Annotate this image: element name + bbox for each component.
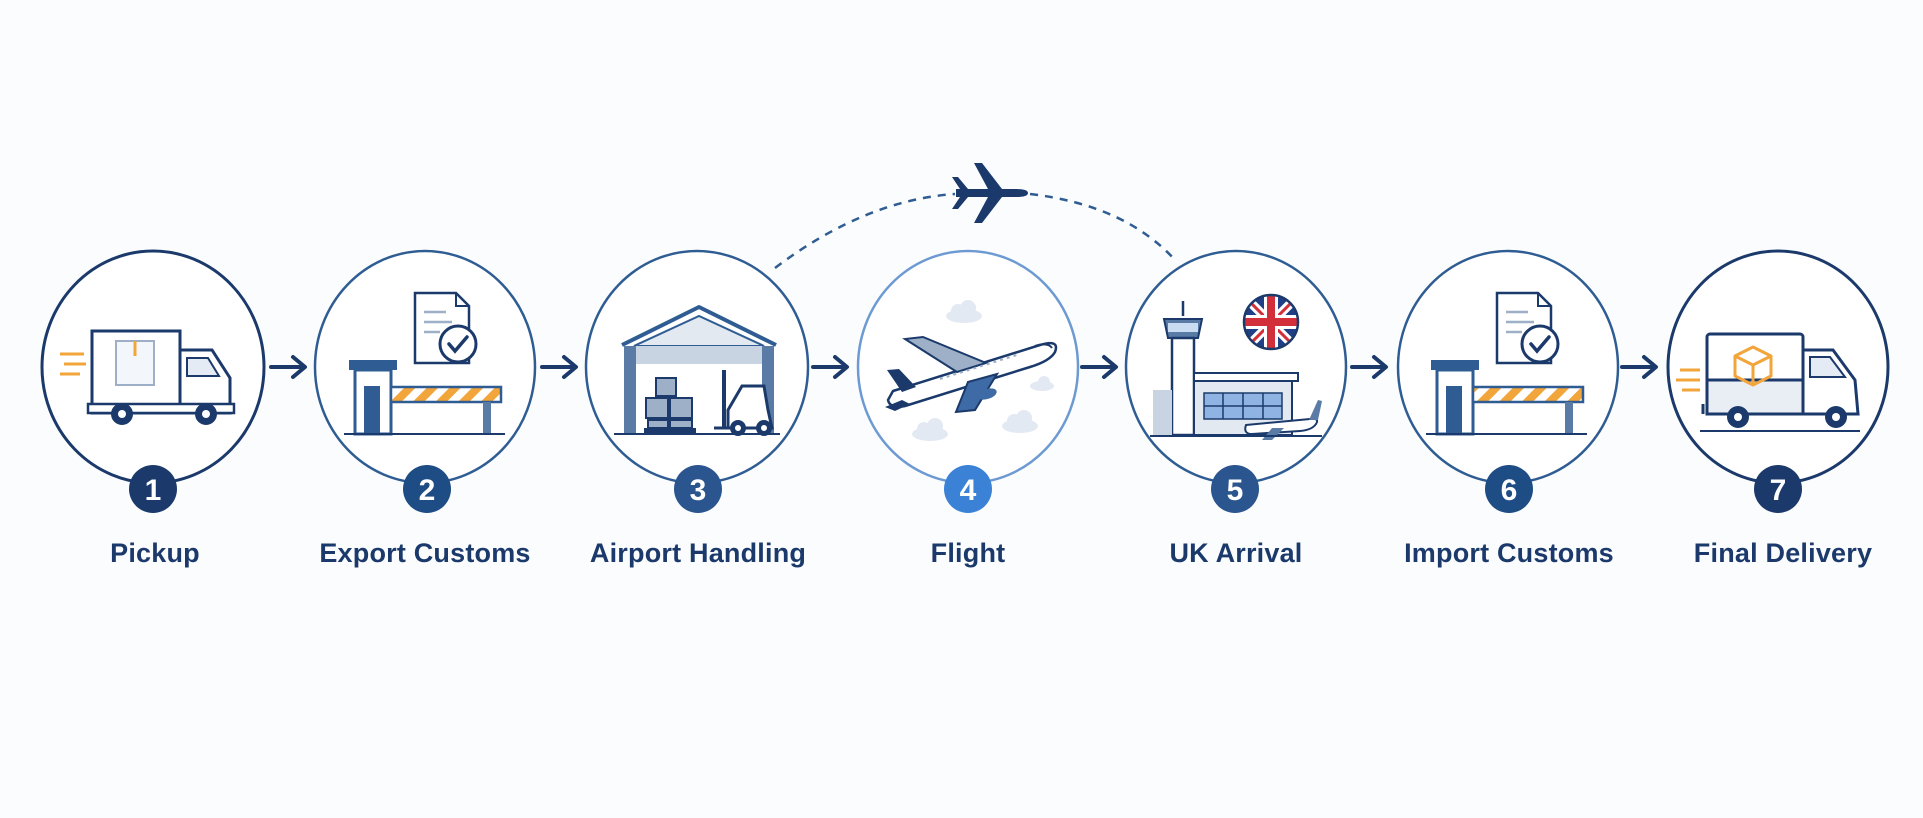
customs-checkpoint-icon	[344, 291, 505, 436]
step-number: 1	[145, 474, 162, 507]
step-number-badge	[1485, 465, 1533, 513]
arrow-icon	[1080, 355, 1118, 379]
step-3-label: Airport Handling	[589, 538, 807, 568]
step-4-node: 4	[856, 249, 1080, 513]
step-2-label: Export Customs	[319, 538, 531, 568]
arrow-icon	[540, 355, 578, 379]
truck-with-box-icon	[60, 329, 236, 425]
step-number-badge	[1754, 465, 1802, 513]
step-7-label: Final Delivery	[1693, 538, 1873, 568]
warehouse-forklift-icon	[614, 305, 780, 436]
arrow-icon	[811, 355, 849, 379]
flight-path-arc	[774, 192, 1176, 269]
step-number: 3	[690, 474, 707, 507]
step-3-node: 3	[584, 249, 810, 513]
arrow-icon	[1350, 355, 1388, 379]
step-6-node: 6	[1396, 249, 1620, 513]
arrow-icon	[1620, 355, 1658, 379]
step-4-label: Flight	[930, 538, 1006, 568]
delivery-van-icon	[1676, 332, 1860, 432]
step-number-badge	[674, 465, 722, 513]
cloud-icon	[912, 300, 1054, 441]
step-number: 2	[419, 474, 436, 507]
step-number-badge	[403, 465, 451, 513]
step-5-label: UK Arrival	[1169, 538, 1303, 568]
step-7-node: 7	[1666, 249, 1890, 513]
step-2-node: 2	[313, 249, 537, 513]
step-number-badge	[129, 465, 177, 513]
airport-tower-uk-flag-icon	[1150, 293, 1322, 440]
step-6-label: Import Customs	[1404, 538, 1614, 568]
package-icon	[1733, 345, 1773, 387]
step-1-label: Pickup	[110, 538, 200, 568]
step-number: 4	[960, 474, 977, 507]
step-arrows	[269, 355, 1658, 379]
arrow-icon	[269, 355, 307, 379]
step-number-badge	[1211, 465, 1259, 513]
step-number: 7	[1770, 474, 1787, 507]
step-number: 6	[1501, 474, 1518, 507]
customs-checkpoint-icon	[1426, 291, 1587, 436]
step-1-node: 1	[40, 249, 266, 513]
step-5-node: 5	[1124, 249, 1348, 513]
flight-plane-icon	[952, 163, 1028, 223]
airplane-icon	[885, 300, 1058, 441]
step-number-badge	[944, 465, 992, 513]
step-number: 5	[1227, 474, 1244, 507]
